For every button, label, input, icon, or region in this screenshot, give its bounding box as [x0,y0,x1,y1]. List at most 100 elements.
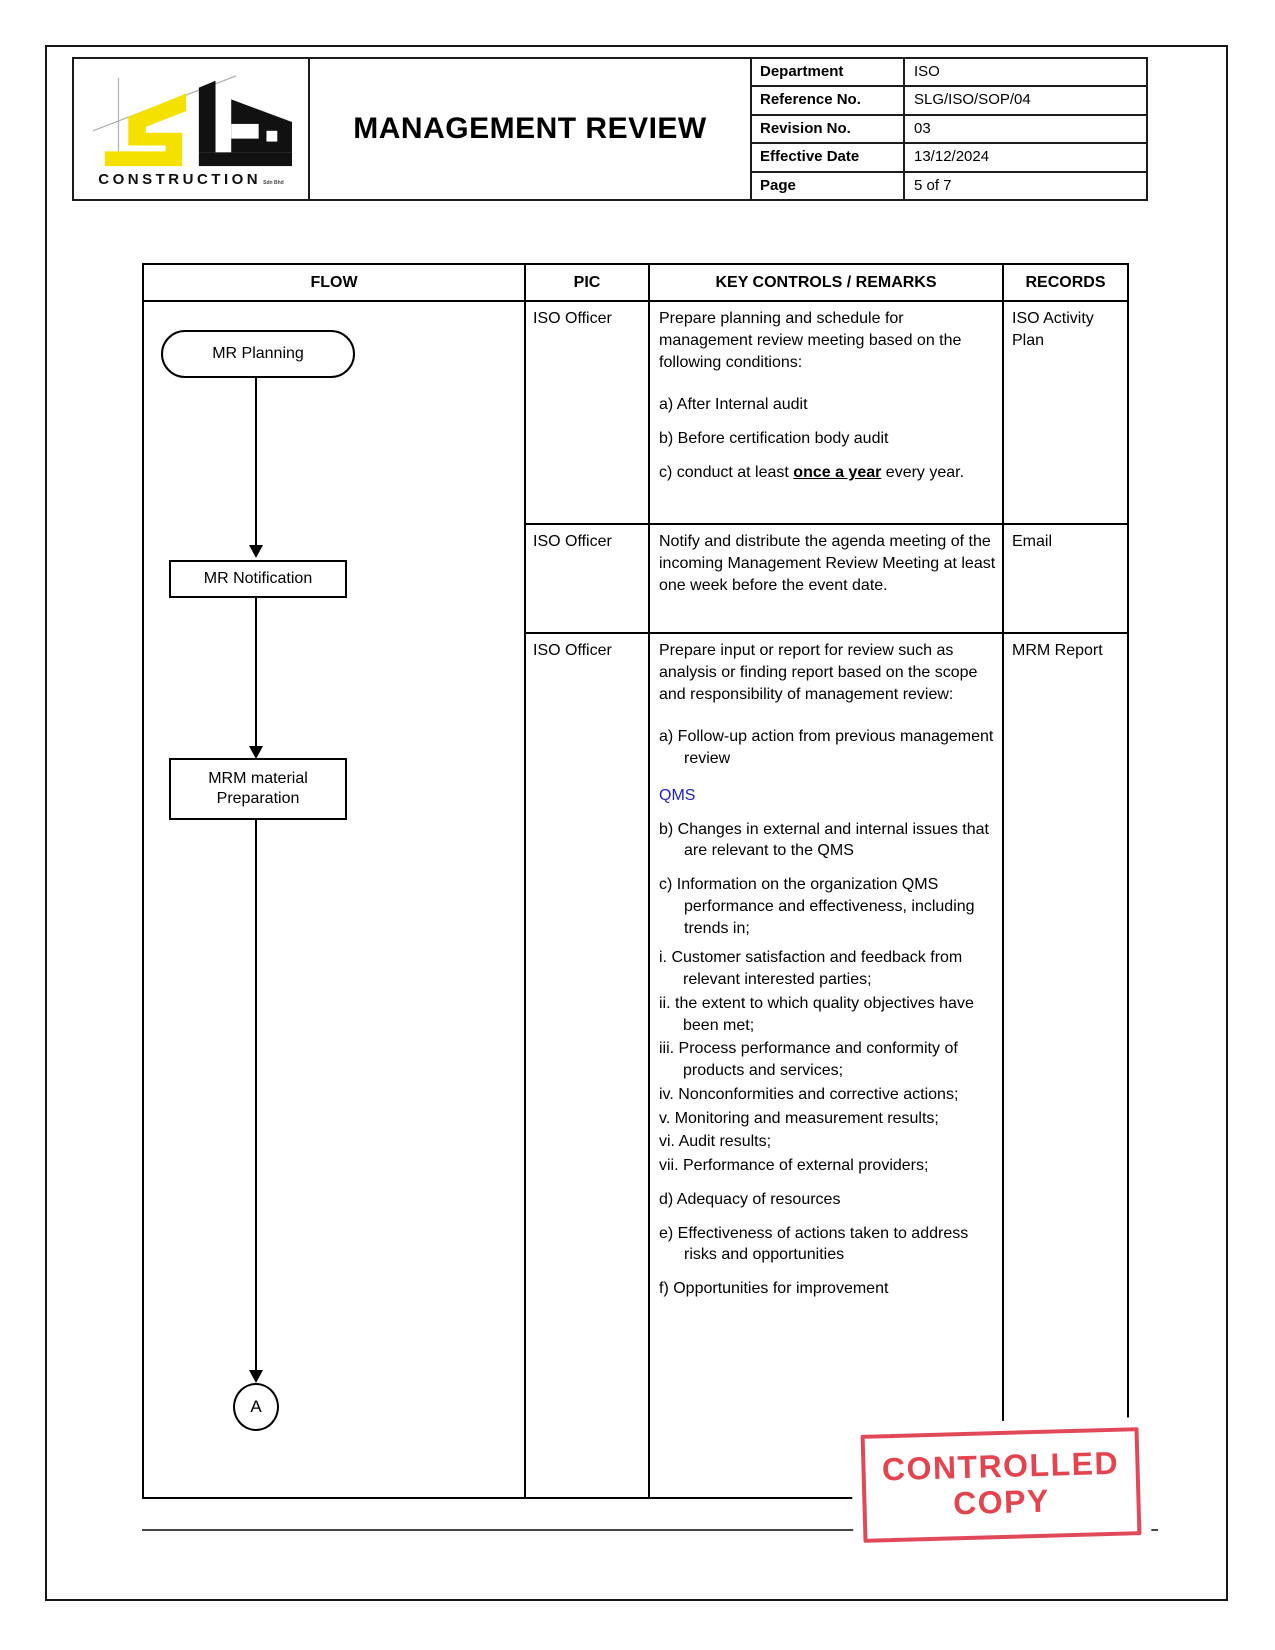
arrow-down-icon [249,545,263,558]
controls-paragraph: Prepare input or report for review such … [659,640,996,705]
stamp-text: CONTROLLED COPY [881,1444,1120,1524]
table-row: ISO Officer Prepare input or report for … [143,632,1129,1499]
controls-paragraph: b) Changes in external and internal issu… [659,819,996,863]
controls-paragraph: Notify and distribute the agenda meeting… [659,531,996,596]
text-segment: Notify and distribute the agenda meeting… [659,533,996,594]
key-controls-cell: Prepare planning and schedule for manage… [648,300,1004,525]
sop-table: FLOW PIC KEY CONTROLS / REMARKS RECORDS … [142,263,1129,1499]
flow-node-mr-planning: MR Planning [161,330,355,378]
controls-paragraph: a) Follow-up action from previous manage… [659,726,996,770]
pic-cell: ISO Officer [524,632,650,1499]
flow-connector [255,598,257,746]
text-segment: a) Follow-up action from previous manage… [659,728,994,767]
controls-paragraph: QMS [659,785,996,807]
flow-node-connector-a: A [233,1383,279,1431]
flow-connector [255,820,257,1371]
controls-paragraph: vi. Audit results; [659,1131,996,1153]
text-segment: vii. Performance of external providers; [659,1157,929,1174]
controlled-copy-stamp: CONTROLLED COPY [850,1416,1152,1554]
records-cell: ISO Activity Plan [1002,300,1129,525]
controls-paragraph: Prepare planning and schedule for manage… [659,308,996,373]
text-segment: a) After Internal audit [659,396,808,414]
controls-paragraph: i. Customer satisfaction and feedback fr… [659,947,996,991]
meta-label: Page [752,172,905,200]
logo-name: CONSTRUCTION [98,171,262,188]
column-header-records: RECORDS [1002,263,1129,302]
flowchart: MR Planning MR Notification MRM material… [144,302,524,1497]
slg-logo-icon [92,75,292,167]
text-segment: QMS [659,786,696,804]
stamp-line-2: COPY [952,1482,1051,1522]
text-segment: c) conduct at least [659,463,794,481]
pic-cell: ISO Officer [524,523,650,634]
title-cell: MANAGEMENT REVIEW [310,59,752,199]
meta-row-page: Page 5 of 7 [752,172,1146,200]
text-segment: iv. Nonconformities and corrective actio… [659,1085,959,1103]
controls-paragraph: ii. the extent to which quality objectiv… [659,993,996,1037]
meta-label: Department [752,59,905,86]
column-header-key-controls: KEY CONTROLS / REMARKS [648,263,1004,302]
text-segment: b) Changes in external and internal issu… [659,820,989,860]
sop-header-row: FLOW PIC KEY CONTROLS / REMARKS RECORDS [142,263,1129,302]
controls-paragraph: a) After Internal audit [659,394,996,416]
meta-value: ISO [914,63,940,80]
controls-paragraph: iv. Nonconformities and corrective actio… [659,1084,996,1106]
text-segment: f) Opportunities for improvement [659,1280,889,1297]
meta-label: Reference No. [752,87,905,114]
document-meta-table: Department ISO Reference No. SLG/ISO/SOP… [752,59,1146,200]
flow-node-mr-notification: MR Notification [169,560,347,598]
flow-connector [255,378,257,545]
controls-paragraph: c) Information on the organization QMS p… [659,874,996,939]
text-segment: once a year [793,463,882,481]
pic-cell: ISO Officer [524,300,650,525]
text-segment: vi. Audit results; [659,1133,772,1151]
controls-paragraph: b) Before certification body audit [659,428,996,450]
controls-paragraph: f) Opportunities for improvement [659,1278,996,1300]
text-segment: i. Customer satisfaction and feedback fr… [659,949,963,988]
text-segment: iii. Process performance and conformity … [659,1040,958,1079]
text-segment: d) Adequacy of resources [659,1190,841,1208]
meta-row-revision: Revision No. 03 [752,115,1146,145]
logo-suffix: Sdn Bhd [263,180,284,186]
meta-row-reference: Reference No. SLG/ISO/SOP/04 [752,87,1146,116]
text-segment: b) Before certification body audit [659,430,889,447]
stamp-line-1: CONTROLLED [881,1444,1120,1488]
meta-value: 03 [914,119,931,137]
column-header-flow: FLOW [142,263,526,302]
column-header-pic: PIC [524,263,650,302]
text-segment: c) Information on the organization QMS p… [659,876,975,937]
text-segment: v. Monitoring and measurement results; [659,1109,939,1127]
text-segment: ii. the extent to which quality objectiv… [659,994,974,1034]
controls-paragraph: v. Monitoring and measurement results; [659,1108,996,1130]
meta-label: Effective Date [752,144,905,171]
text-segment: every year. [881,463,965,481]
meta-row-effective-date: Effective Date 13/12/2024 [752,144,1146,173]
key-controls-cell: Notify and distribute the agenda meeting… [648,523,1004,634]
text-segment: e) Effectiveness of actions taken to add… [659,1224,969,1264]
meta-value: SLG/ISO/SOP/04 [914,91,1031,109]
flow-node-mrm-material-preparation: MRM material Preparation [169,758,347,820]
footer-rule [142,1529,1158,1531]
meta-value: 5 of 7 [914,176,952,194]
key-controls-cell: Prepare input or report for review such … [648,632,1004,1499]
flow-cell: MR Planning MR Notification MRM material… [142,300,526,1499]
controls-paragraph: e) Effectiveness of actions taken to add… [659,1223,996,1267]
arrow-down-icon [249,746,263,759]
text-segment: Prepare planning and schedule for manage… [659,310,962,371]
controls-paragraph: c) conduct at least once a year every ye… [659,462,996,484]
controls-paragraph: vii. Performance of external providers; [659,1155,996,1177]
document-title: MANAGEMENT REVIEW [353,112,707,145]
arrow-down-icon [249,1370,263,1383]
controls-paragraph: iii. Process performance and conformity … [659,1038,996,1082]
page-border [45,45,1228,1601]
records-cell: Email [1002,523,1129,634]
table-row: MR Planning MR Notification MRM material… [142,300,1129,1499]
meta-value: 13/12/2024 [914,148,990,166]
controls-paragraph: d) Adequacy of resources [659,1189,996,1211]
records-cell: MRM Report [1002,632,1129,1499]
text-segment: Prepare input or report for review such … [659,642,978,703]
